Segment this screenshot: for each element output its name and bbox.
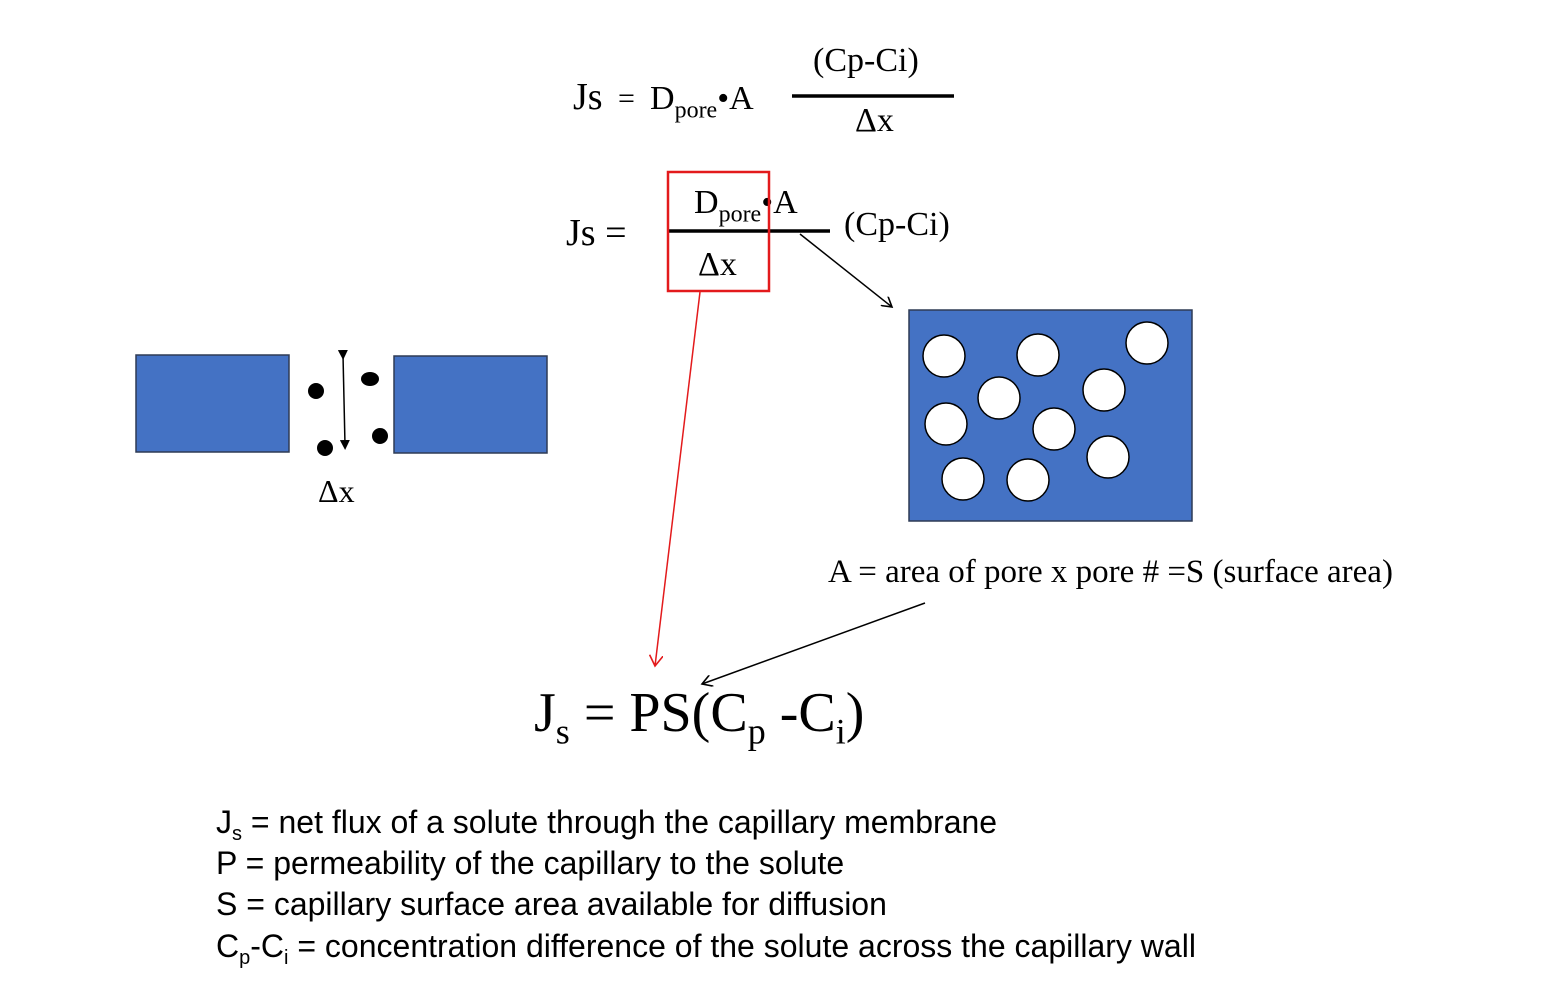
definition-p: P = permeability of the capillary to the… <box>216 845 845 881</box>
eq3-j-sub: s <box>555 711 570 752</box>
eq2-tail: (Cp-Ci) <box>844 206 950 243</box>
eq1-dot-a: •A <box>717 80 754 117</box>
black-arrow-to-pores <box>799 233 892 307</box>
delta-x-label: Δx <box>318 473 355 509</box>
eq2-lhs: Js = <box>566 212 627 254</box>
pore <box>1082 368 1126 412</box>
pore <box>1032 407 1076 451</box>
red-arrow <box>655 291 701 666</box>
pores <box>922 321 1169 502</box>
definition-cp-ci: Cp-Ci = concentration difference of the … <box>216 928 1196 969</box>
eq1-numerator: (Cp-Ci) <box>813 42 919 79</box>
solute-dot <box>317 440 333 456</box>
eq2-d: D <box>694 184 719 221</box>
pore <box>924 402 968 446</box>
pore <box>941 457 985 501</box>
eq1-coefficient: Dpore•A <box>650 80 754 123</box>
equation-3: Js = PS(Cp -Ci) <box>534 682 865 752</box>
pore <box>1125 321 1169 365</box>
eq2-numerator: Dpore•A <box>694 184 798 227</box>
pore <box>1086 435 1130 479</box>
pore <box>977 376 1021 420</box>
delta-x-arrow <box>337 349 350 450</box>
membrane-block-left <box>135 354 290 453</box>
eq1-lhs: Js <box>573 76 603 118</box>
black-arrow-to-ps <box>702 602 926 684</box>
solute-dot <box>372 428 388 444</box>
highlight-box <box>666 170 771 293</box>
pore <box>922 334 966 378</box>
surface-area-caption: A = area of pore x pore # =S (surface ar… <box>828 554 1393 590</box>
definition-s: S = capillary surface area available for… <box>216 886 887 922</box>
pore <box>1016 333 1060 377</box>
equation-1: Js <box>573 78 603 116</box>
eq2-dot-a: •A <box>761 184 798 221</box>
eq1-denominator: Δx <box>855 102 894 139</box>
definition-js: Js = net flux of a solute through the ca… <box>216 804 998 845</box>
solute-dot <box>308 383 324 399</box>
solute-dot <box>361 372 379 386</box>
membrane-block-right <box>393 355 548 454</box>
eq3-p-sub: p <box>747 711 766 752</box>
eq1-d-sub: pore <box>674 97 718 124</box>
eq3-i-sub: i <box>835 711 846 752</box>
eq2-denominator: Δx <box>698 246 737 283</box>
pore <box>1006 458 1050 502</box>
eq2-d-sub: pore <box>718 201 762 228</box>
eq1-equals: = <box>618 82 635 115</box>
eq1-d: D <box>650 80 675 117</box>
